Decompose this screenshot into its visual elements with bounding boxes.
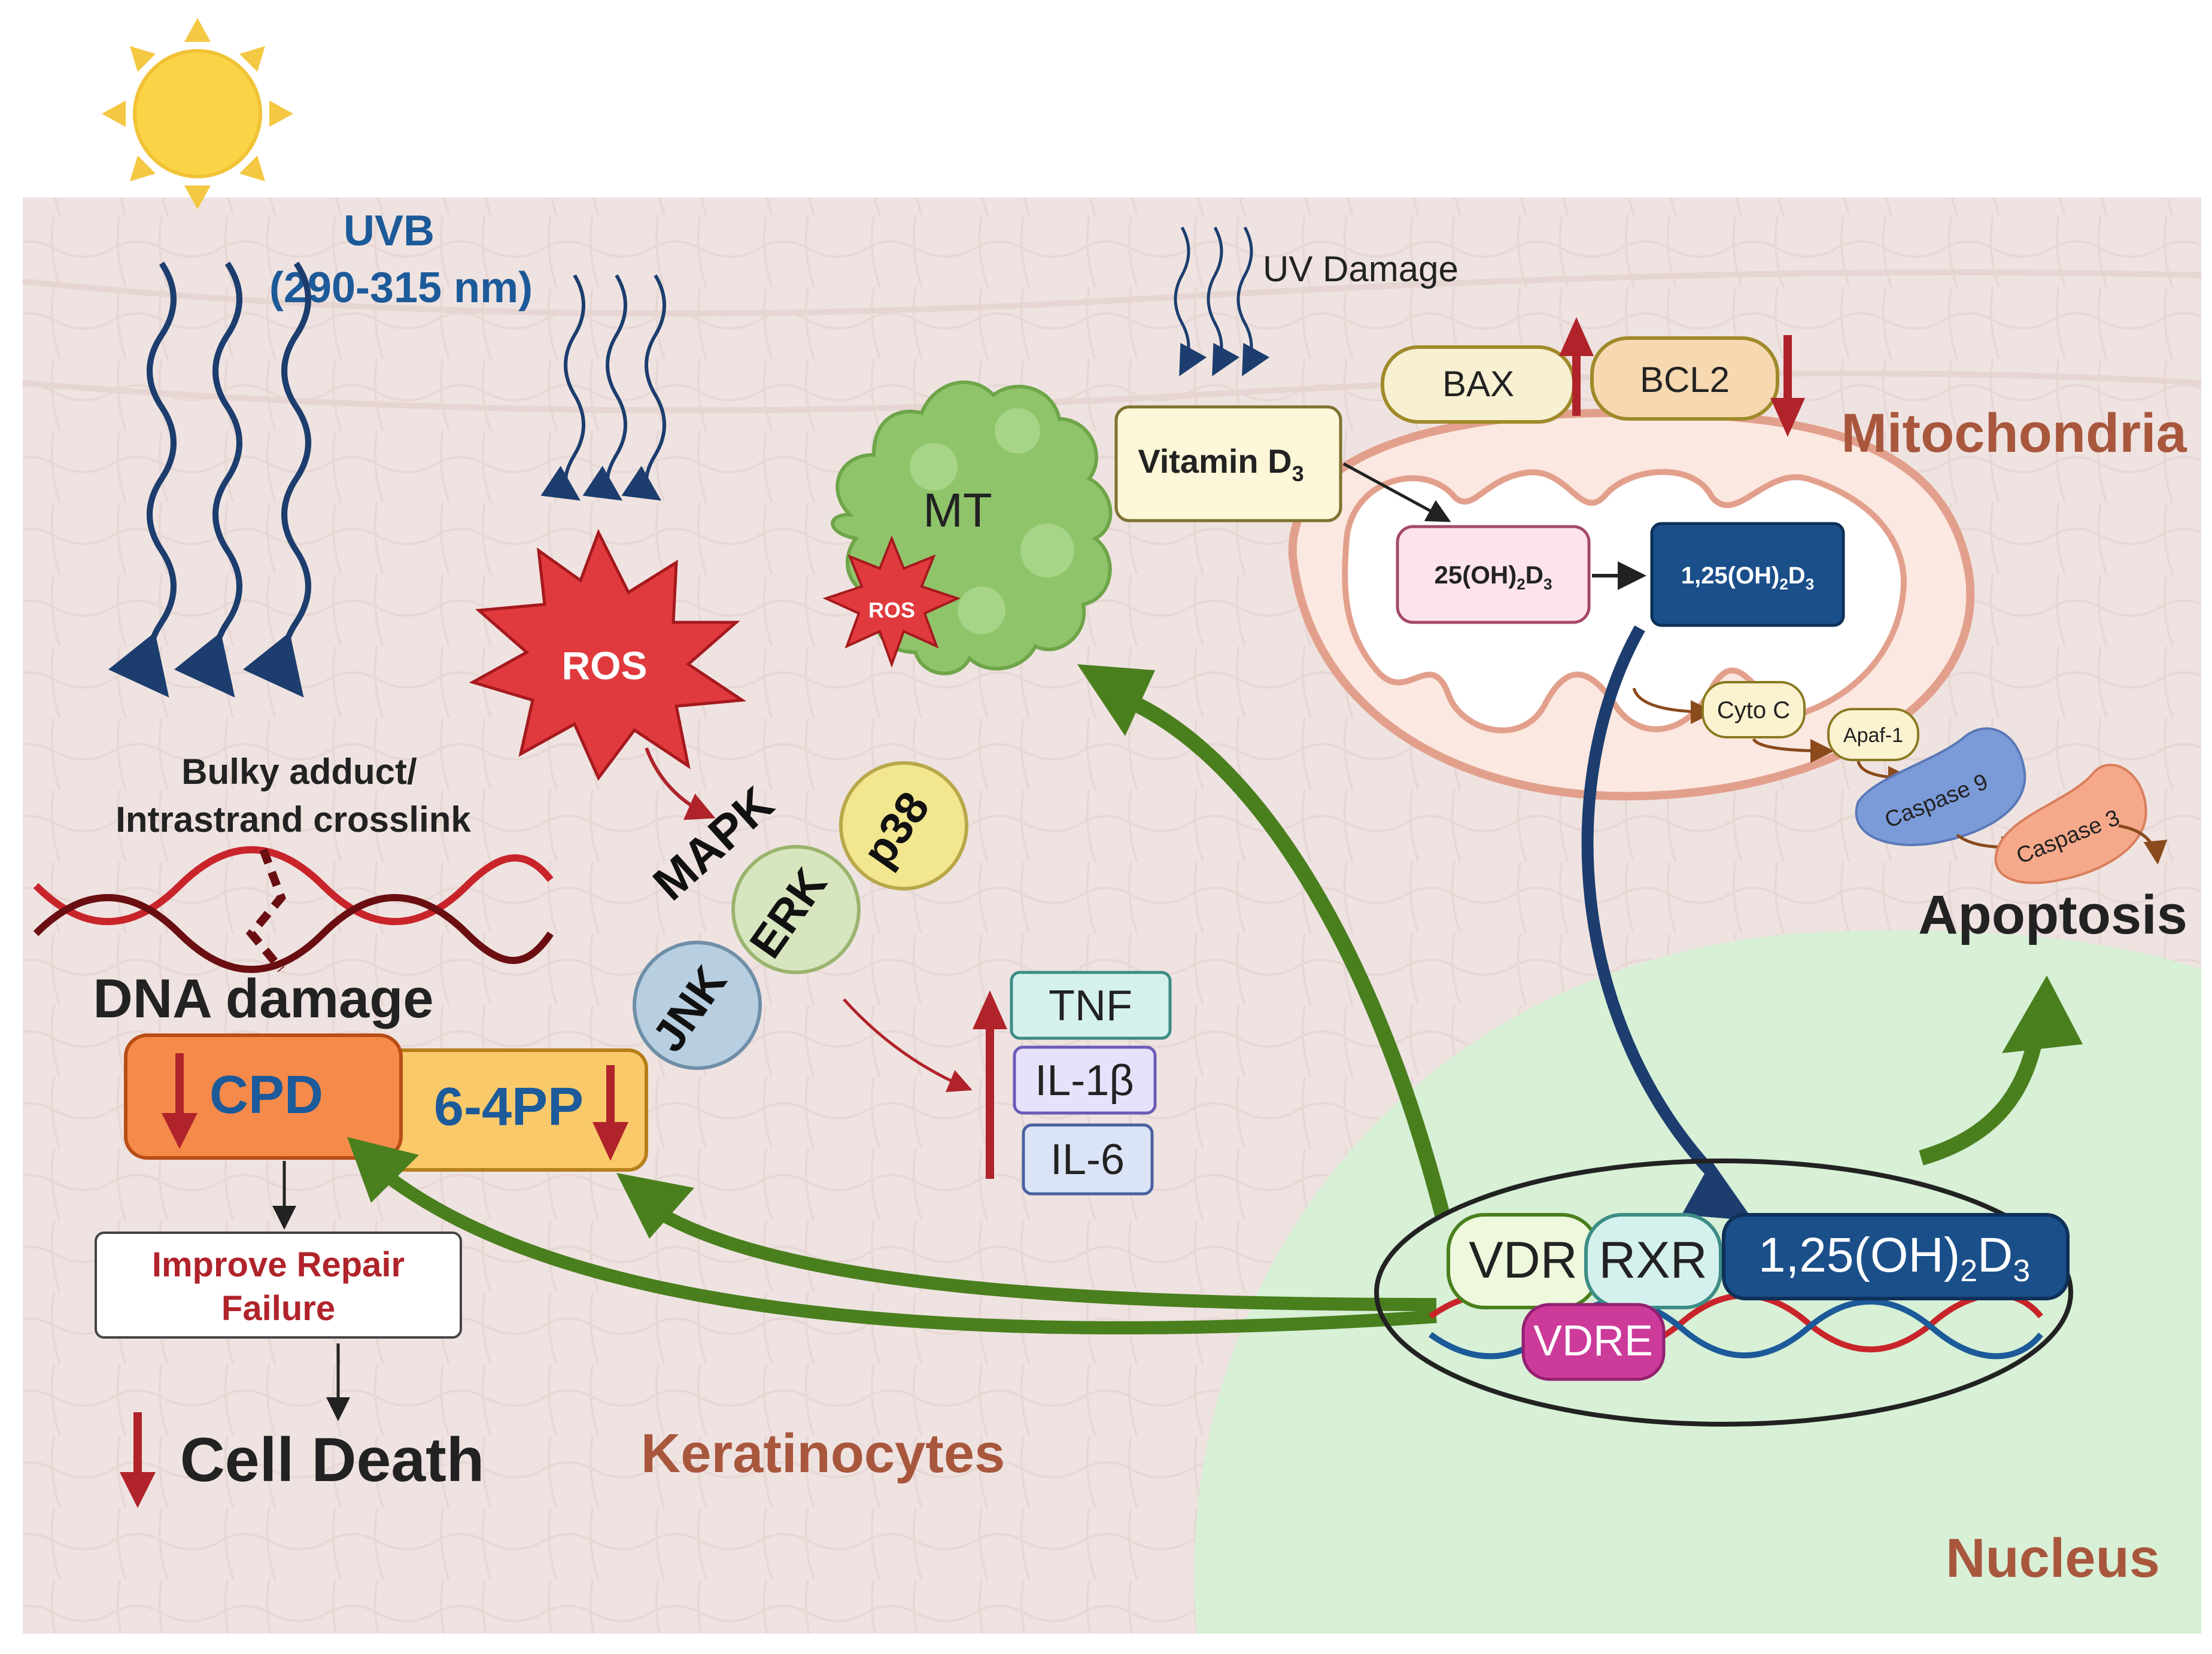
to-cytoc-arrow (1632, 688, 1715, 724)
nuclear-complex-ellipse (1374, 1159, 2073, 1427)
mitochondria-label: Mitochondria (1841, 403, 2187, 464)
cpd-box (124, 1033, 403, 1160)
cpd-down-arrow (162, 1053, 198, 1149)
uvb-range: (290-315 nm) (269, 264, 533, 312)
ros-big-label: ROS (561, 643, 647, 688)
bax-label: BAX (1442, 364, 1514, 404)
ros-small-label: ROS (868, 598, 915, 622)
rxr-box (1584, 1213, 1722, 1309)
cytoc-label: Cyto C (1717, 697, 1790, 723)
d125-to-nucleus-arrow (1581, 625, 1754, 1221)
ros-to-mapk-arrow (645, 747, 716, 820)
keratinocytes-label: Keratinocytes (641, 1423, 1005, 1484)
bcl2-box (1590, 336, 1779, 421)
apaf1-box (1827, 708, 1919, 761)
il6-label: IL-6 (1050, 1136, 1125, 1184)
ros-small-star (822, 535, 961, 668)
vitamin-d3-label: Vitamin D3 (1138, 442, 1304, 486)
pp64-label: 6-4PP (434, 1077, 584, 1137)
vitd-to-25-arrow (1342, 462, 1451, 522)
il1b-label: IL-1β (1035, 1057, 1134, 1105)
vdre-label: VDRE (1533, 1317, 1653, 1365)
d25-box (1396, 525, 1591, 624)
caspase3-shape (1994, 764, 2147, 884)
vitamin-d3-box (1114, 405, 1342, 522)
p38-circle (839, 761, 968, 890)
ros-rays (540, 274, 666, 501)
repair-box (95, 1232, 462, 1339)
uv-damage-label: UV Damage (1263, 249, 1459, 289)
cytokine-up-arrow (973, 990, 1007, 1179)
bcl2-down-arrow (1770, 335, 1805, 437)
complex-to-apoptosis-arrow (1919, 975, 2083, 1166)
pp64-down-arrow (592, 1065, 628, 1161)
complex-d3-label: 1,25(OH)2D3 (1758, 1228, 2030, 1288)
tnf-label: TNF (1049, 982, 1132, 1030)
nucleus-label: Nucleus (1946, 1528, 2160, 1589)
bulky-line2: Intrastrand crosslink (116, 799, 471, 840)
apoptosis-label: Apoptosis (1918, 884, 2187, 945)
uv-damage-rays (1174, 226, 1270, 376)
vdre-to-cpd-arrow (347, 1137, 1437, 1334)
tnf-box (1010, 971, 1172, 1040)
cpd-label: CPD (209, 1065, 323, 1125)
vdre-box (1521, 1303, 1666, 1381)
mt-label: MT (923, 484, 992, 537)
skin-layer-lines (22, 269, 2202, 414)
vdr-label: VDR (1469, 1232, 1578, 1289)
casp3-to-apoptosis-arrow (2118, 824, 2168, 865)
jnk-circle (633, 941, 762, 1070)
uvb-rays (108, 262, 311, 698)
sun-icon (102, 18, 293, 209)
il6-box (1022, 1123, 1154, 1196)
cytoc-box (1701, 681, 1806, 738)
d125-box (1650, 522, 1845, 627)
d25-label: 25(OH)2D3 (1435, 561, 1552, 593)
mapk-to-cytokines-arrow (843, 998, 973, 1092)
cell-death-label: Cell Death (180, 1425, 485, 1495)
vdre-to-pp64-arrow (616, 1173, 1437, 1311)
vdr-to-mt-arrow (1077, 664, 1450, 1217)
damaged-dna-helix (33, 846, 554, 973)
complex-d3-box (1722, 1213, 2070, 1300)
repair-line1: Improve Repair (152, 1245, 405, 1284)
d125-label: 1,25(OH)2D3 (1681, 563, 1814, 593)
rxr-label: RXR (1599, 1232, 1707, 1289)
death-down-arrow (120, 1412, 156, 1508)
apaf1-label: Apaf-1 (1843, 724, 1903, 747)
uvb-title: UVB (344, 207, 434, 255)
caspase9-shape (1855, 727, 2026, 846)
erk-circle (731, 845, 861, 974)
il1b-box (1013, 1045, 1157, 1115)
cytoc-to-apaf-arrow (1752, 738, 1834, 763)
bulky-line1: Bulky adduct/ (181, 752, 417, 792)
bcl2-label: BCL2 (1640, 360, 1730, 400)
dna-damage-label: DNA damage (93, 968, 433, 1029)
repair-line2: Failure (221, 1289, 335, 1328)
bax-up-arrow (1559, 317, 1594, 416)
ros-big-star (469, 528, 747, 781)
